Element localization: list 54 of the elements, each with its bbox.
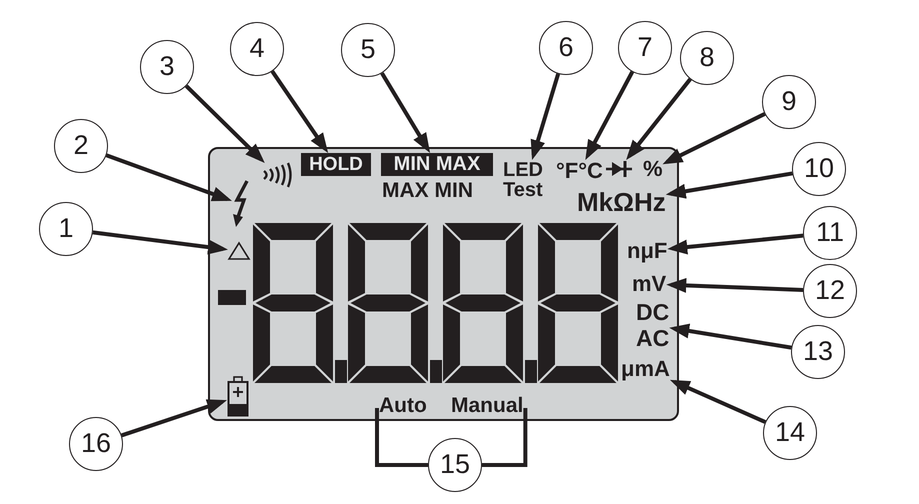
leader-arrow — [530, 73, 560, 160]
range-mode-label: Auto — [379, 395, 427, 416]
leader-arrow — [270, 70, 328, 153]
unit-label: μmA — [621, 358, 670, 380]
leader-arrow — [106, 153, 232, 202]
delta-triangle-icon — [228, 242, 250, 260]
leader-arrow — [585, 70, 634, 160]
indicator-label: LED Test — [503, 160, 549, 200]
callout-number: 7 — [618, 21, 672, 75]
unit-label: °C — [578, 160, 603, 182]
callout-number: 16 — [69, 417, 123, 471]
callout-number: 9 — [762, 75, 816, 129]
lcd-panel — [208, 147, 679, 421]
callout-number: 4 — [230, 22, 284, 76]
callout-number: 5 — [341, 23, 395, 77]
unit-label: % — [643, 158, 663, 180]
leader-arrow — [666, 278, 804, 293]
callout-number: 15 — [428, 438, 482, 492]
mode-label: DC — [636, 299, 670, 325]
leader-arrow — [120, 399, 227, 438]
callout-number: 1 — [39, 202, 93, 256]
callout-number: 13 — [791, 325, 845, 379]
callout-number: 3 — [140, 40, 194, 94]
status-indicator: MIN MAX — [381, 153, 493, 176]
status-indicator: HOLD — [301, 153, 371, 176]
unit-label: °F — [556, 160, 578, 182]
leader-arrow — [669, 324, 792, 350]
unit-label: nμF — [627, 240, 668, 262]
indicator-label: MAX MIN — [382, 180, 473, 201]
battery-icon — [227, 376, 249, 417]
diode-icon — [606, 160, 632, 178]
unit-label: mV — [632, 273, 666, 295]
leader-arrow — [380, 72, 430, 153]
callout-number: 2 — [54, 119, 108, 173]
lightning-bolt-icon — [232, 180, 249, 228]
leader-arrow — [662, 112, 766, 164]
callout-number: 10 — [792, 142, 846, 196]
bracket-leader-line — [482, 408, 528, 467]
callout-number: 8 — [680, 31, 734, 85]
unit-label: MkΩHz — [577, 189, 666, 215]
bracket-leader-line — [375, 408, 428, 467]
leader-arrow — [92, 230, 228, 255]
leader-arrow — [626, 78, 692, 160]
leader-arrow — [670, 380, 766, 424]
sound-waves-icon — [262, 163, 292, 187]
leader-arrow — [184, 84, 265, 163]
mode-label: AC — [636, 325, 670, 351]
range-mode-label: Manual — [451, 395, 524, 416]
callout-number: 14 — [763, 406, 817, 460]
callout-number: 12 — [803, 264, 857, 318]
callout-number: 6 — [539, 21, 593, 75]
callout-number: 11 — [803, 206, 857, 260]
leader-arrow — [667, 234, 804, 255]
leader-arrow — [666, 171, 793, 199]
